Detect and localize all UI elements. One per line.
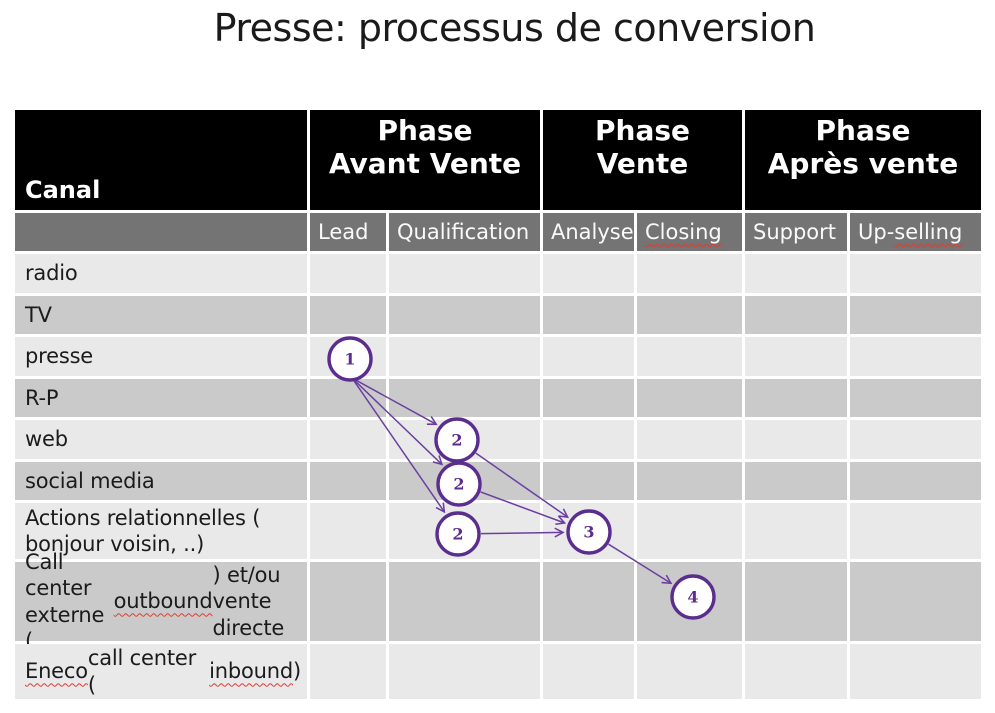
table-cell [850, 254, 981, 293]
table-cell [850, 337, 981, 376]
table-cell [637, 420, 742, 459]
table-cell [310, 644, 386, 699]
table-cell [850, 379, 981, 417]
table-cell [389, 296, 540, 334]
table-cell [745, 503, 847, 559]
table-cell [637, 337, 742, 376]
table-cell [543, 420, 634, 459]
table-cell [310, 254, 386, 293]
table-cell [745, 254, 847, 293]
table-cell [745, 420, 847, 459]
table-cell [637, 254, 742, 293]
table-cell [850, 644, 981, 699]
table-cell [543, 462, 634, 500]
table-cell [637, 562, 742, 641]
stage-header-qualification: Qualification [389, 213, 540, 251]
conversion-table: Canal Phase Avant Vente Phase Vente Phas… [15, 110, 981, 699]
table-cell [850, 420, 981, 459]
table-cell [310, 503, 386, 559]
stage-header-analyse: Analyse [543, 213, 634, 251]
table-cell [637, 296, 742, 334]
phase-line1: Phase [815, 113, 911, 147]
table-cell [543, 503, 634, 559]
phase-header-avant-vente: Phase Avant Vente [310, 110, 540, 210]
stage-header-spacer [15, 213, 307, 251]
table-cell [310, 462, 386, 500]
table-cell [745, 296, 847, 334]
row-label-actions-relationnelles: Actions relationnelles ( bonjour voisin,… [15, 503, 307, 559]
corner-header-canal: Canal [15, 110, 307, 210]
table-cell [310, 420, 386, 459]
table-cell [745, 337, 847, 376]
table-cell [543, 379, 634, 417]
stage-header-support: Support [745, 213, 847, 251]
table-cell [310, 379, 386, 417]
table-cell [310, 296, 386, 334]
row-label-eneco-call-center: Eneco call center (inbound) [15, 644, 307, 699]
phase-line2: Après vente [767, 147, 959, 180]
row-label-call-center-externe: Call center externe (outbound) et/ou ven… [15, 550, 307, 653]
table-cell [850, 562, 981, 641]
phase-line1: Phase [377, 113, 473, 147]
row-label-tv: TV [15, 296, 307, 334]
table-cell [389, 644, 540, 699]
table-cell [389, 420, 540, 459]
stage-header-closing: Closing [637, 213, 742, 251]
stage-header-up-selling: Up-selling [850, 213, 981, 251]
table-cell [543, 296, 634, 334]
table-cell [745, 562, 847, 641]
table-cell [543, 562, 634, 641]
table-cell [850, 503, 981, 559]
table-cell [637, 462, 742, 500]
phase-line2: Avant Vente [328, 147, 522, 180]
slide-title: Presse: processus de conversion [213, 6, 816, 50]
phase-line2: Vente [596, 147, 689, 180]
phase-line1: Phase [594, 113, 690, 147]
table-cell [389, 562, 540, 641]
row-label-presse: presse [15, 337, 307, 376]
row-label-rp: R-P [15, 379, 307, 417]
row-label-social-media: social media [15, 462, 307, 500]
table-cell [745, 462, 847, 500]
row-label-radio: radio [15, 254, 307, 293]
table-cell [850, 462, 981, 500]
table-cell [389, 379, 540, 417]
table-cell [543, 644, 634, 699]
table-cell [310, 562, 386, 641]
row-label-web: web [15, 420, 307, 459]
table-cell [745, 644, 847, 699]
table-cell [637, 644, 742, 699]
table-cell [310, 337, 386, 376]
table-cell [745, 379, 847, 417]
phase-header-vente: Phase Vente [543, 110, 742, 210]
table-cell [637, 379, 742, 417]
table-cell [543, 337, 634, 376]
table-cell [389, 462, 540, 500]
table-cell [389, 254, 540, 293]
phase-header-apres-vente: Phase Après vente [745, 110, 981, 210]
stage-header-lead: Lead [310, 213, 386, 251]
table-cell [389, 503, 540, 559]
table-cell [543, 254, 634, 293]
table-cell [637, 503, 742, 559]
table-cell [850, 296, 981, 334]
table-cell [389, 337, 540, 376]
